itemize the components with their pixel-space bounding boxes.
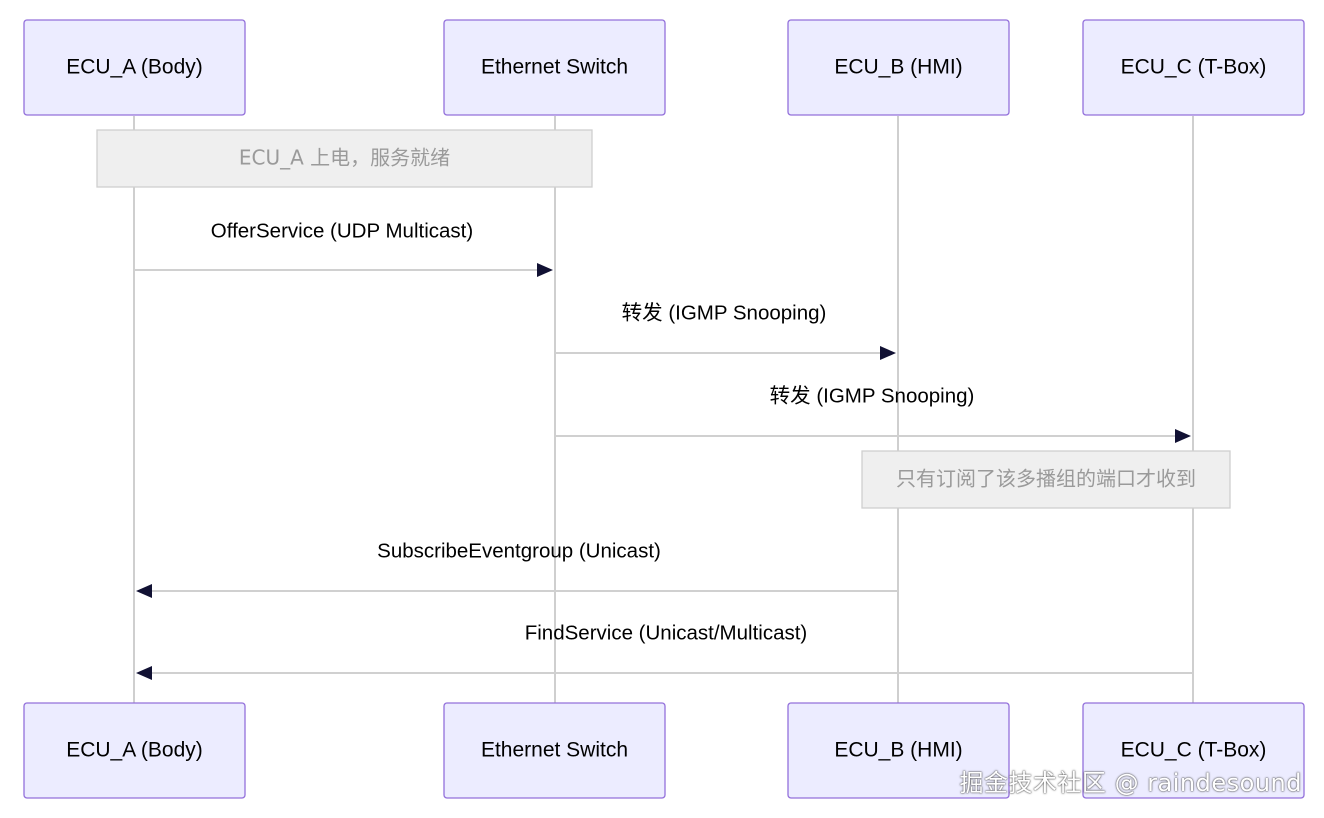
- actor-top-ecu-b: ECU_B (HMI): [787, 19, 1010, 116]
- actor-top-ecu-a: ECU_A (Body): [23, 19, 246, 116]
- actor-top-ethernet-switch-label: Ethernet Switch: [481, 56, 628, 79]
- actor-top-ecu-a-label: ECU_A (Body): [66, 56, 203, 79]
- actor-bottom-ecu-b: ECU_B (HMI): [787, 702, 1010, 799]
- note-multicast-subscription: 只有订阅了该多播组的端口才收到: [861, 450, 1231, 509]
- message-forward-ecu-c-arrowhead: [1175, 429, 1191, 443]
- message-offerservice-arrowhead: [537, 263, 553, 277]
- actor-bottom-ecu-a: ECU_A (Body): [23, 702, 246, 799]
- note-multicast-subscription-text: 只有订阅了该多播组的端口才收到: [896, 467, 1196, 491]
- note-ecu-a-power-on-text: ECU_A 上电，服务就绪: [239, 146, 450, 170]
- actor-bottom-ecu-b-label: ECU_B (HMI): [834, 739, 962, 762]
- message-findservice-label: FindService (Unicast/Multicast): [525, 621, 808, 644]
- actor-bottom-ethernet-switch: Ethernet Switch: [443, 702, 666, 799]
- actor-bottom-ecu-a-label: ECU_A (Body): [66, 739, 203, 762]
- actor-top-ecu-b-label: ECU_B (HMI): [834, 56, 962, 79]
- actor-bottom-ecu-c-label: ECU_C (T-Box): [1121, 739, 1267, 762]
- message-offerservice-label: OfferService (UDP Multicast): [211, 219, 473, 242]
- actor-top-ecu-c: ECU_C (T-Box): [1082, 19, 1305, 116]
- actor-bottom-ecu-c: ECU_C (T-Box): [1082, 702, 1305, 799]
- message-findservice-arrowhead: [136, 666, 152, 680]
- message-subscribe-label: SubscribeEventgroup (Unicast): [377, 539, 661, 562]
- message-forward-ecu-c-label: 转发 (IGMP Snooping): [770, 384, 975, 407]
- note-ecu-a-power-on: ECU_A 上电，服务就绪: [96, 129, 593, 188]
- actor-top-ethernet-switch: Ethernet Switch: [443, 19, 666, 116]
- actor-top-ecu-c-label: ECU_C (T-Box): [1121, 56, 1267, 79]
- message-subscribe-arrowhead: [136, 584, 152, 598]
- message-forward-ecu-b-label: 转发 (IGMP Snooping): [622, 301, 827, 324]
- watermark: 掘金技术社区 @ raindesound: [959, 769, 1302, 797]
- actor-bottom-ethernet-switch-label: Ethernet Switch: [481, 739, 628, 762]
- message-forward-ecu-b-arrowhead: [880, 346, 896, 360]
